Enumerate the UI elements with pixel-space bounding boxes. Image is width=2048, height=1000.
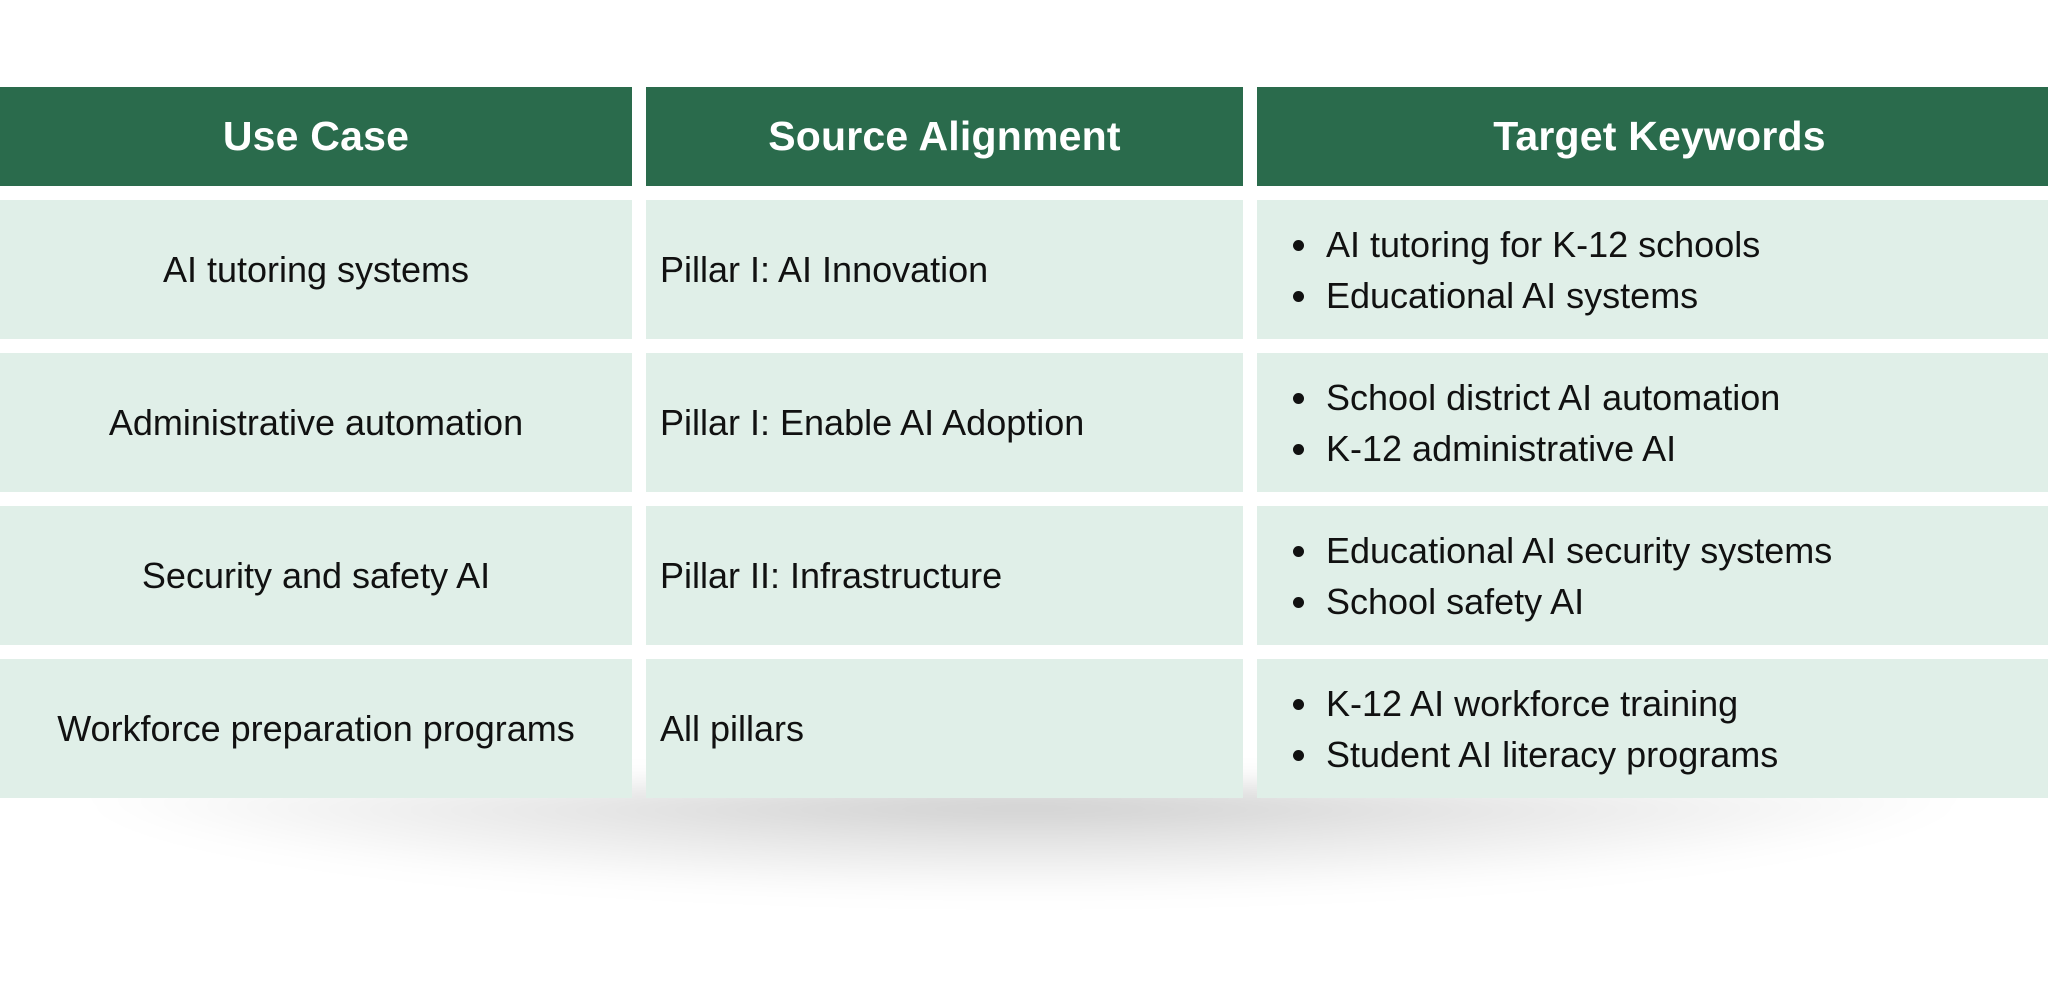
keyword-list: Educational AI security systems School s… [1288,525,1832,627]
keyword-item: Educational AI security systems [1288,525,1832,576]
header-use-case: Use Case [0,87,632,186]
header-target-keywords: Target Keywords [1257,87,2048,186]
keyword-list: K-12 AI workforce training Student AI li… [1288,678,1778,780]
cell-text: Administrative automation [108,401,524,443]
table-cell-keywords: Educational AI security systems School s… [1257,506,2048,645]
table-cell-keywords: AI tutoring for K-12 schools Educational… [1257,200,2048,339]
cell-text: Workforce preparation programs [57,707,575,749]
table-cell-use-case: Workforce preparation programs [0,659,632,798]
table-cell-source-alignment: Pillar I: AI Innovation [646,200,1243,339]
keyword-item: K-12 administrative AI [1288,423,1780,474]
keyword-list: AI tutoring for K-12 schools Educational… [1288,219,1760,321]
header-source-alignment: Source Alignment [646,87,1243,186]
keyword-item: Educational AI systems [1288,270,1760,321]
table-cell-use-case: Administrative automation [0,353,632,492]
keyword-item: AI tutoring for K-12 schools [1288,219,1760,270]
table-cell-keywords: K-12 AI workforce training Student AI li… [1257,659,2048,798]
cell-text: Security and safety AI [141,554,491,596]
use-case-table: Use Case Source Alignment Target Keyword… [0,87,2048,897]
keyword-list: School district AI automation K-12 admin… [1288,372,1780,474]
table-cell-use-case: AI tutoring systems [0,200,632,339]
table-cell-use-case: Security and safety AI [0,506,632,645]
cell-text: Pillar I: Enable AI Adoption [660,401,1085,443]
cell-text: All pillars [660,707,805,749]
cell-text: AI tutoring systems [162,248,470,290]
cell-text: Pillar I: AI Innovation [660,248,989,290]
table-cell-source-alignment: All pillars [646,659,1243,798]
table-cell-keywords: School district AI automation K-12 admin… [1257,353,2048,492]
table-cell-source-alignment: Pillar II: Infrastructure [646,506,1243,645]
keyword-item: Student AI literacy programs [1288,729,1778,780]
table-shadow [60,787,1988,897]
table-grid: Use Case Source Alignment Target Keyword… [0,87,2048,798]
keyword-item: School safety AI [1288,576,1832,627]
keyword-item: School district AI automation [1288,372,1780,423]
keyword-item: K-12 AI workforce training [1288,678,1778,729]
cell-text: Pillar II: Infrastructure [660,554,1003,596]
table-cell-source-alignment: Pillar I: Enable AI Adoption [646,353,1243,492]
